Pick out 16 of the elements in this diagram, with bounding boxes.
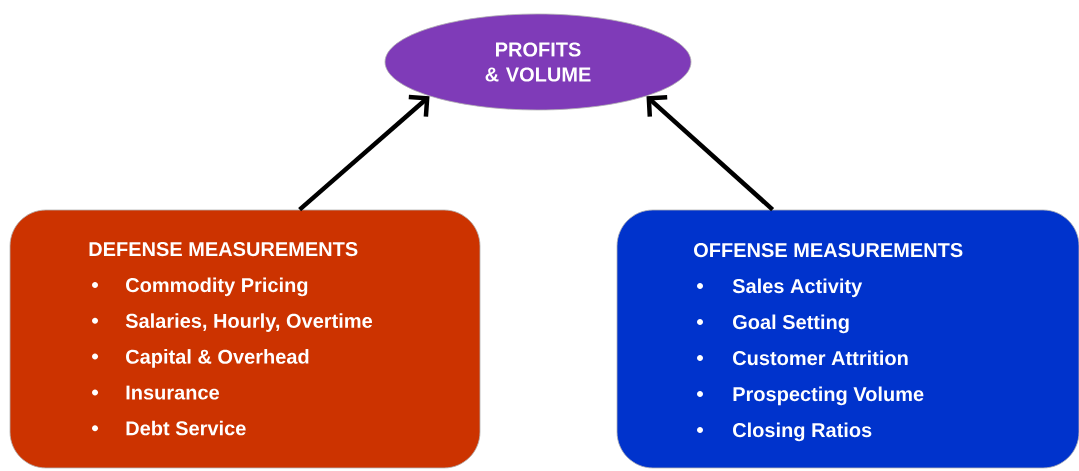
arrow [298,94,430,212]
list-item: Insurance [92,385,219,400]
box-heading: OFFENSE MEASUREMENTS [694,243,963,258]
list-item: Customer Attrition [697,350,908,366]
list-item: Debt Service [92,420,246,436]
measurement-box [616,209,1079,469]
list-item: Commodity Pricing [92,277,308,297]
list-item: Capital & Overhead [92,349,309,368]
list-item: Prospecting Volume [697,386,924,406]
list-item: Closing Ratios [697,422,872,442]
arrow [646,95,775,212]
list-item: Goal Setting [697,314,849,334]
list-item: Sales Activity [697,278,863,298]
measurement-box [9,209,481,469]
list-item: Salaries, Hourly, Overtime [92,313,373,332]
box-heading: DEFENSE MEASUREMENTS [89,242,358,257]
